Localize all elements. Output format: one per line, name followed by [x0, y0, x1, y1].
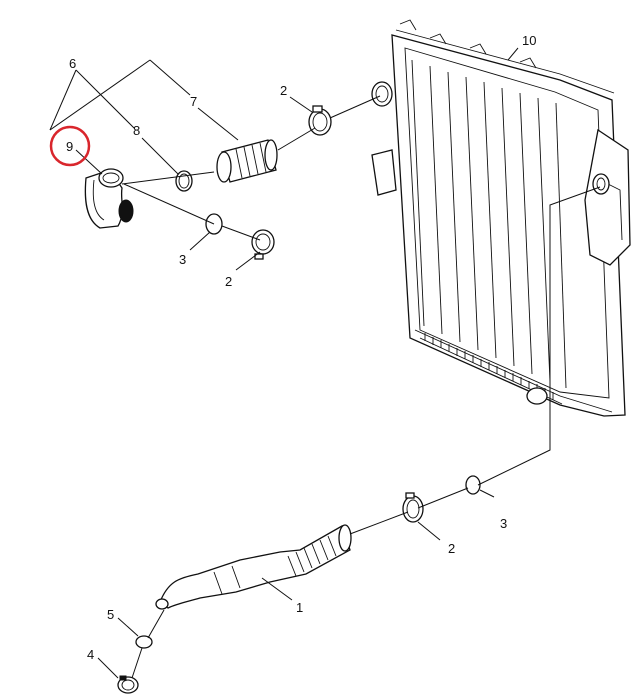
- callout-6: 6: [69, 56, 76, 71]
- callout-2-lower: 2: [448, 541, 455, 556]
- callout-7: 7: [190, 94, 197, 109]
- highlight-circle: [49, 125, 91, 167]
- clamp-part-2-middle: [251, 229, 275, 260]
- callout-10: 10: [522, 33, 536, 48]
- callout-3-lower: 3: [500, 516, 507, 531]
- alignment-lines: [121, 95, 601, 679]
- o-ring-part-5: [135, 635, 153, 649]
- callout-9: 9: [66, 139, 73, 154]
- callout-2-middle: 2: [225, 274, 232, 289]
- o-ring-part-3-lower: [465, 475, 481, 495]
- clamp-part-4: [117, 675, 139, 694]
- callout-2-upper: 2: [280, 83, 287, 98]
- leader-lines: [49, 47, 519, 679]
- clamp-part-2-upper: [308, 105, 332, 136]
- clamp-part-2-lower: [402, 492, 424, 523]
- charge-pipe-part-1: [155, 524, 352, 610]
- callout-4: 4: [87, 647, 94, 662]
- callout-3-upper: 3: [179, 252, 186, 267]
- hose-part-7: [216, 139, 278, 183]
- clamp-ring-part-8: [175, 170, 193, 192]
- intercooler-radiator: [371, 19, 631, 417]
- callout-labels: 6 7 8 9 2 3 2 10 3 2 1 5 4: [66, 33, 536, 662]
- callout-1: 1: [296, 600, 303, 615]
- elbow-hose-part-9: [84, 168, 134, 229]
- callout-8: 8: [133, 123, 140, 138]
- callout-5: 5: [107, 607, 114, 622]
